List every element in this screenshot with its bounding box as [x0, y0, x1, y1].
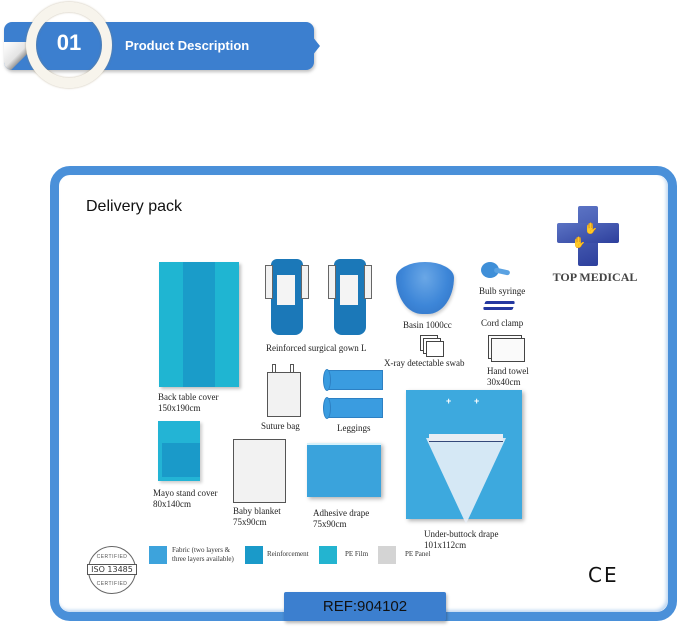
- item-label: Reinforced surgical gown L: [266, 343, 367, 353]
- hand-towel-layer: [491, 338, 525, 362]
- legend-swatch-fabric: [149, 546, 167, 564]
- suture-bag-handle: [290, 364, 294, 373]
- adhesive-strip: [429, 434, 503, 442]
- item-label: Back table cover: [158, 392, 219, 402]
- legend-label: PE Panel: [405, 550, 431, 558]
- iso-certification-badge: CERTIFIED ISO 13485 CERTIFIED: [87, 546, 137, 594]
- ribbon-arrow-icon: [312, 36, 320, 56]
- cert-bottom-text: CERTIFIED: [96, 581, 128, 587]
- item-label: Leggings: [337, 423, 371, 433]
- medical-cross-bar: [557, 223, 619, 243]
- surgical-gown-image: [328, 259, 372, 335]
- section-title: Product Description: [125, 38, 250, 53]
- item-label: Mayo stand cover: [153, 488, 218, 498]
- hand-icon: ✋: [584, 223, 598, 235]
- brand-name: TOP MEDICAL: [552, 270, 638, 284]
- item-label: X-ray detectable swab: [384, 358, 465, 368]
- item-size: 80x140cm: [153, 499, 191, 509]
- mayo-stand-cover-image: [158, 421, 200, 481]
- cert-top-text: CERTIFIED: [96, 554, 128, 560]
- legend-swatch-reinforcement: [245, 546, 263, 564]
- adhesive-drape-image: [307, 443, 381, 497]
- legend-swatch-pe-panel: [378, 546, 396, 564]
- legend-label: PE Film: [345, 550, 369, 558]
- legend-label: Fabric (two layers & three layers availa…: [172, 546, 234, 564]
- item-label: Baby blanket: [233, 506, 281, 516]
- legend-label-line: three layers available): [172, 555, 234, 563]
- ref-number-badge: REF:904102: [284, 592, 446, 621]
- legging-image: [323, 369, 383, 391]
- plus-marker-icon: +: [474, 396, 480, 406]
- item-size: 75x90cm: [313, 519, 347, 529]
- item-label: Hand towel: [487, 366, 529, 376]
- basin-image: [396, 262, 454, 314]
- item-size: 101x112cm: [424, 540, 467, 550]
- product-title: Delivery pack: [86, 198, 183, 215]
- item-label: Under-buttock drape: [424, 529, 499, 539]
- hand-icon: ✋: [572, 237, 586, 249]
- cert-standard: ISO 13485: [87, 564, 137, 575]
- brand-logo: ✋ ✋ TOP MEDICAL: [550, 206, 640, 286]
- cord-clamp-image: [482, 301, 516, 310]
- back-table-cover-image: [159, 262, 239, 387]
- baby-blanket-image: [233, 439, 286, 503]
- item-label: Cord clamp: [481, 318, 524, 328]
- bulb-syringe-image: [481, 262, 499, 278]
- item-size: 75x90cm: [233, 517, 267, 527]
- item-label: Basin 1000cc: [403, 320, 452, 330]
- legend-label: Reinforcement: [267, 550, 309, 558]
- legend-label-line: Fabric (two layers &: [172, 546, 231, 554]
- under-buttock-drape-image: + +: [406, 390, 522, 524]
- ce-mark-icon: CE: [588, 563, 619, 587]
- section-header: 01 Product Description: [4, 2, 320, 88]
- legging-image: [323, 397, 383, 419]
- item-size: 150x190cm: [158, 403, 201, 413]
- collection-pouch: [426, 438, 506, 524]
- section-number: 01: [56, 30, 82, 55]
- suture-bag-handle: [272, 364, 276, 373]
- xray-swab-layer: [426, 341, 444, 357]
- plus-marker-icon: +: [446, 396, 452, 406]
- suture-bag-image: [267, 372, 301, 417]
- item-label: Adhesive drape: [313, 508, 370, 518]
- surgical-gown-image: [265, 259, 309, 335]
- item-label: Suture bag: [261, 421, 300, 431]
- item-size: 30x40cm: [487, 377, 521, 387]
- section-number-ring: [26, 2, 112, 88]
- item-label: Bulb syringe: [479, 286, 526, 296]
- legend-swatch-pe-film: [319, 546, 337, 564]
